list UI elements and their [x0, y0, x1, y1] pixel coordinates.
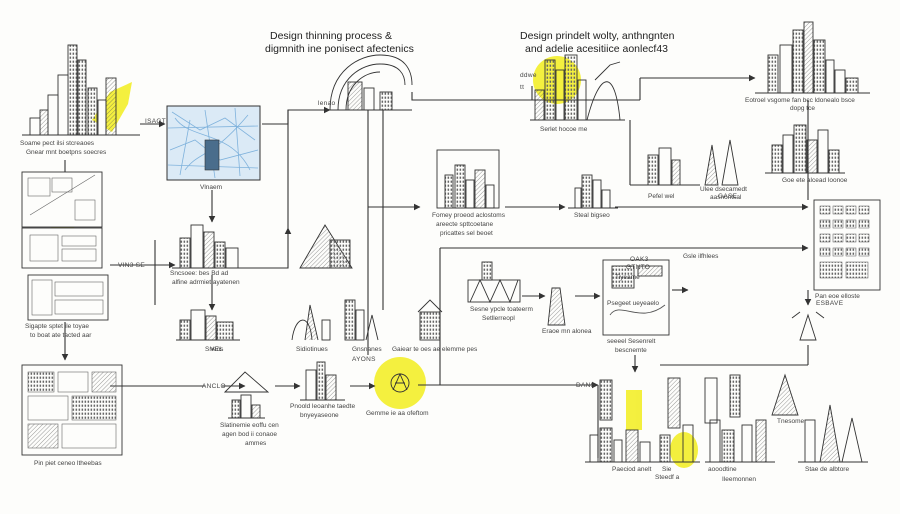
caption-grid-bl: Pin piet ceneo ltheebas	[34, 460, 102, 467]
caption-center-node-1: Sncsoee: bes Bd ad	[170, 270, 229, 277]
caption-skyline-r2: Goe ete alcead loonoe	[782, 177, 848, 184]
caption-panel-center: Psegeet ueyeaelo	[607, 300, 660, 307]
bottom-left-panel	[21, 364, 123, 456]
tag-3: ddwe	[520, 72, 537, 79]
highlight-bottom-bar	[626, 390, 642, 430]
caption-skyline-tl-1: Soame pect ilsi stcreaoes	[20, 140, 95, 147]
caption-towers: Pefel wel	[648, 193, 675, 200]
caption-bottom-left-3: ammes	[245, 440, 267, 447]
tag-10: AYONS	[352, 356, 376, 363]
caption-center-proc-1: Fomey proeod aclostoms	[432, 212, 505, 219]
caption-plan-right: Eraoe mn alonea	[542, 328, 592, 335]
title-left-line1: Design thinning process &	[270, 30, 392, 42]
caption-skyline-top-right-1: Eotroel vsgome fan bcc ldonealo bsce	[745, 97, 855, 104]
caption-center-node-2: alfine adrmiet ayatenen	[172, 279, 240, 286]
caption-bottom-r1: Paeciod anelt	[612, 466, 652, 473]
caption-bottom-r4: aooodtine	[708, 466, 737, 473]
caption-bottom-r3: Steedf a	[655, 474, 680, 481]
tag-1: ISAGT	[145, 118, 167, 125]
caption-yellow-node: Gemme ie aa ofeftom	[366, 410, 429, 417]
tag-8: GTNTO	[626, 264, 651, 271]
caption-pavilion-2: bnyeyaseone	[300, 412, 339, 419]
middle-row-buildings	[176, 259, 825, 341]
left-plan-panels	[21, 171, 109, 321]
skyline-top-center-right	[530, 54, 625, 121]
title-left-line2: digmnith ine ponisect afectenics	[265, 43, 414, 55]
title-right-line2: and adelie acesitiice aonlecf43	[525, 43, 669, 55]
caption-thumb-row-2: to boat ate tacted aar	[30, 332, 92, 339]
caption-pavilion-1: Pnoold leoanhe taedte	[290, 403, 356, 410]
caption-thumb-row-1: Sigapte sptet ile toyae	[25, 323, 89, 330]
caption-cone: Tnesome	[777, 418, 805, 425]
caption-center-proc-3: pricattes sel beoet	[440, 230, 493, 237]
caption-arrow-mid: Sneos	[205, 346, 224, 353]
caption-center-proc-2: areecte spttcoetane	[436, 221, 494, 228]
caption-bottom-r7: Tiyeame	[615, 274, 640, 281]
tag-2: lenao	[318, 100, 336, 107]
blueprint-map	[166, 105, 261, 181]
connector-lines	[61, 74, 812, 458]
tag-7: DANS	[576, 382, 596, 389]
caption-bldg-c: Gaiear te oes ae elemme pes	[392, 346, 478, 353]
skyline-top-left	[22, 44, 140, 136]
caption-bldg-a: Sidiotinues	[296, 346, 328, 353]
tag-4: tt	[520, 84, 525, 91]
caption-towers-label-3: Gsle ilfhlees	[683, 253, 719, 260]
highlight-bottom-right	[670, 432, 698, 468]
bottom-center-buildings	[223, 361, 410, 419]
dome-building	[329, 54, 413, 111]
caption-panel-right: Pan eoe elloste	[815, 293, 860, 300]
caption-panel-center-3: bescnemte	[615, 347, 647, 354]
tag-11: GASE	[718, 193, 738, 200]
caption-bottom-left-2: agen bod ii conaoe	[222, 431, 277, 438]
tag-6: ANCLO	[202, 383, 226, 390]
caption-bottom-r6: Stae de albtore	[805, 466, 850, 473]
caption-map: Vlnaem	[200, 184, 223, 191]
caption-skyline-tl-2: Gnear mnt boetpns soecres	[26, 149, 107, 156]
caption-skyline-arch-1: Sesne ypcle toateerm	[470, 306, 533, 313]
caption-towers-label-1: Ulee dsecamedt	[700, 186, 747, 193]
caption-skyline-arch-2: Setllerreopl	[482, 315, 515, 322]
caption-panel-center-2: seeeel Sesenrelt	[607, 338, 656, 345]
tag-9: VEL	[210, 346, 224, 353]
tag-5: VIN3 SE	[118, 262, 146, 269]
caption-skyline-top-right-2: dopg tce	[790, 105, 815, 112]
title-right-line1: Design prindelt wolty, anthngnten	[520, 30, 675, 42]
skyline-top-right	[755, 21, 870, 94]
tag-12: OAK3	[630, 256, 649, 263]
caption-bottom-r2: Sie	[662, 466, 672, 473]
caption-bottom-r5: Ileemonnen	[722, 476, 756, 483]
center-buildings	[172, 124, 845, 269]
caption-bldg-b: Gnsnanes	[352, 346, 382, 353]
caption-bottom-left-1: Slatinemie eoffu cen	[220, 422, 279, 429]
caption-towers-label-2: aasnontsal	[710, 194, 742, 201]
caption-small-skyline: Steal bigseo	[574, 212, 610, 219]
caption-top-center-right: Serlet hocoe me	[540, 126, 588, 133]
right-grid-panel	[813, 199, 881, 291]
skyline-bottom-right	[585, 373, 868, 463]
tag-13: ESBAVE	[816, 300, 844, 307]
